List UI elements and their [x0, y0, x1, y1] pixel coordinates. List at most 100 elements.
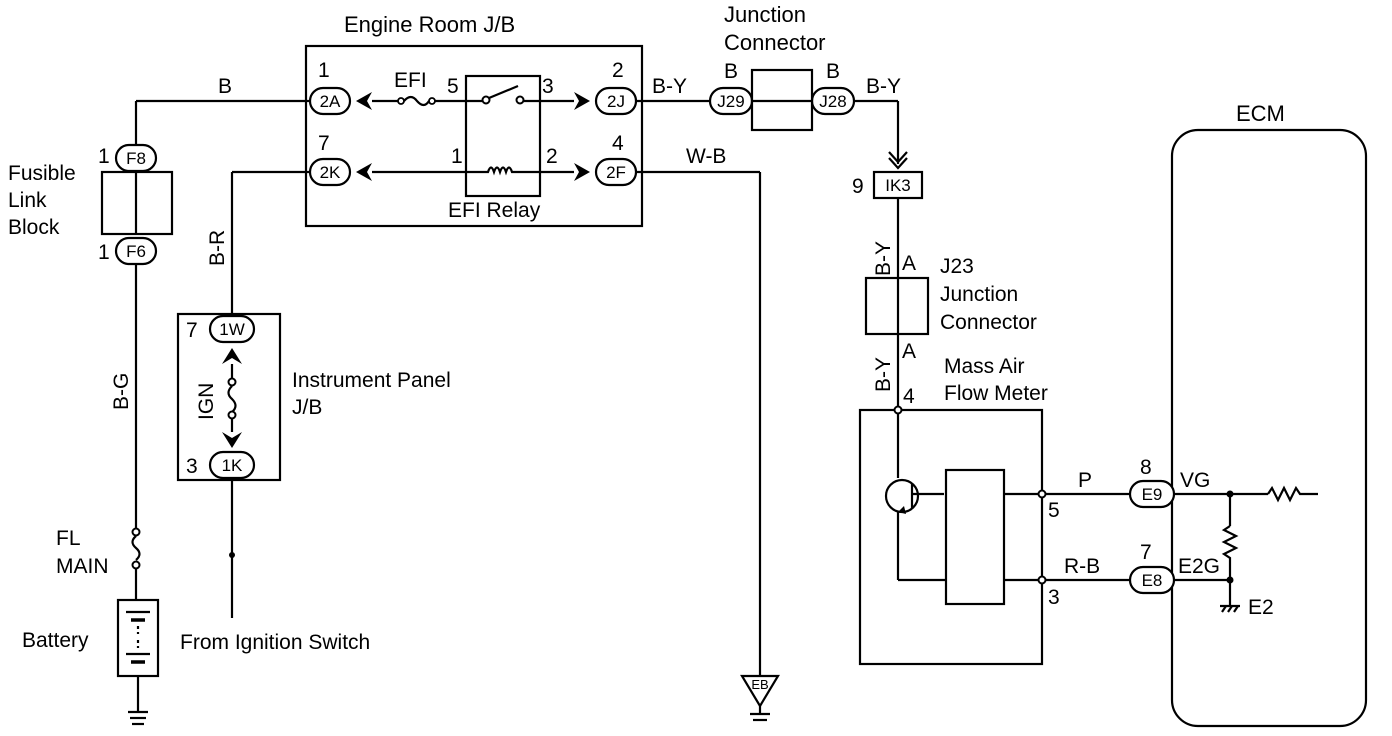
relay-contact-right	[515, 95, 525, 105]
e2-ground-icon	[1220, 604, 1240, 613]
connector-2k-label: 2K	[320, 163, 341, 182]
connector-e8-label: E8	[1142, 571, 1163, 590]
relay-pin-3: 3	[542, 75, 554, 98]
maf-ecm-wires: P R-B	[1046, 469, 1134, 582]
ecm: ECM 8 E9 VG 7 E8 E2G E2	[1128, 101, 1368, 728]
connector-1k-label: 1K	[222, 456, 243, 475]
maf-sensor-element	[944, 468, 1006, 606]
ground-eb-label: EB	[751, 677, 768, 692]
ecm-box	[1170, 128, 1368, 728]
pin-7-label: 7	[318, 132, 330, 155]
relay-pin-5: 5	[447, 75, 459, 98]
connector-1w-label: 1W	[219, 320, 245, 339]
ik3-arrow-icon	[888, 151, 908, 170]
f8-pin: 1	[98, 145, 110, 168]
wire-r-b-label: R-B	[1064, 555, 1100, 578]
pin-7-ipjb: 7	[186, 319, 198, 342]
engine-room-jb-box	[304, 44, 644, 228]
efi-fuse-symbol	[403, 95, 430, 107]
connector-1w	[208, 314, 256, 344]
connector-f8-label: F8	[126, 149, 146, 168]
maf-label-2: Flow Meter	[944, 382, 1048, 405]
efi-fuse-label: EFI	[394, 69, 427, 92]
instrument-panel-jb-box	[176, 312, 282, 482]
ign-fuse-label: IGN	[195, 383, 218, 420]
maf-pin-5: 5	[1048, 499, 1060, 522]
wb-ground: W-B EB	[636, 145, 780, 722]
connector-j28-label: J28	[819, 92, 846, 111]
ecm-pin-7: 7	[1140, 541, 1152, 564]
engine-room-jb: Engine Room J/B EFI Relay 1 2A EFI 5 3 2…	[304, 12, 644, 228]
junction-connector-title-1: Junction	[724, 2, 806, 27]
connector-e9-label: E9	[1142, 485, 1163, 504]
maf-pin-3: 3	[1048, 586, 1060, 609]
fl-main-label-2: MAIN	[56, 555, 109, 578]
wire-b-y-3-label: B-Y	[872, 241, 895, 276]
wire-b-y-2-label: B-Y	[866, 75, 901, 98]
pin-3-ipjb: 3	[186, 455, 198, 478]
engine-room-jb-title: Engine Room J/B	[344, 12, 515, 37]
fl-main-terminal-top	[131, 527, 141, 537]
ignition-switch-label: From Ignition Switch	[180, 631, 370, 654]
j23-pin-top: A	[902, 252, 916, 275]
maf-box	[858, 408, 1044, 666]
efi-relay-box	[464, 74, 542, 198]
connector-arrow-2k	[356, 163, 372, 181]
pin-2-label: 2	[612, 59, 624, 82]
pin-4-label: 4	[612, 132, 624, 155]
connector-j29-label: J29	[717, 92, 744, 111]
j23-label-1: J23	[940, 255, 974, 278]
wire-b-label: B	[218, 75, 232, 98]
ecm-e2-label: E2	[1248, 596, 1274, 619]
battery-label: Battery	[22, 629, 89, 652]
connector-2a-label: 2A	[320, 92, 341, 111]
relay-coil-symbol	[480, 166, 524, 176]
connector-2f-label: 2F	[606, 163, 626, 182]
pin-1-label: 1	[318, 59, 330, 82]
fl-main-fuse-symbol	[131, 535, 141, 561]
connector-arrow-2f	[574, 163, 590, 181]
maf-transistor-icon	[884, 478, 920, 514]
ign-arrow-up	[222, 348, 242, 364]
j23-label-3: Connector	[940, 311, 1037, 334]
ign-fuse-symbol	[227, 385, 237, 413]
connector-ik3-label: IK3	[885, 176, 911, 195]
fl-main-terminal-bottom	[131, 560, 141, 570]
battery-ground-icon	[128, 710, 148, 726]
fusible-label-3: Block	[8, 216, 60, 239]
ipjb-label-1: Instrument Panel	[292, 369, 451, 392]
connector-f6-label: F6	[126, 242, 146, 261]
wire-w-b-label: W-B	[686, 145, 726, 168]
j28-pin: B	[826, 60, 840, 83]
fusible-label-1: Fusible	[8, 162, 76, 185]
connector-arrow-2j	[574, 92, 590, 110]
ecm-vg-label: VG	[1180, 469, 1210, 492]
relay-pin-1: 1	[451, 145, 463, 168]
wire-b-g-label: B-G	[110, 373, 133, 410]
ground-eb-icon	[740, 674, 780, 709]
f6-pin: 1	[98, 241, 110, 264]
vg-resistor-icon	[1267, 485, 1318, 503]
ign-arrow-down	[222, 432, 242, 448]
relay-pin-2: 2	[546, 145, 558, 168]
maf-pin-4: 4	[903, 385, 915, 408]
ecm-e2g-label: E2G	[1178, 555, 1220, 578]
ipjb-label-2: J/B	[292, 396, 322, 419]
j23-pin-bottom: A	[902, 340, 916, 363]
e2g-resistor-icon	[1221, 525, 1239, 580]
wire-b-y-1-label: B-Y	[652, 75, 687, 98]
connector-2j-label: 2J	[607, 92, 625, 111]
ecm-pin-8: 8	[1140, 456, 1152, 479]
relay-contact-left	[481, 95, 491, 105]
connector-1k	[208, 450, 256, 480]
junction-connector-top: Junction Connector B-Y B J29 B J28 B-Y	[636, 2, 908, 170]
j23-label-2: Junction	[940, 283, 1018, 306]
wire-p-label: P	[1078, 469, 1092, 492]
instrument-panel-jb: B-R 7 1W IGN 3 1K Instrument Panel J/B F…	[176, 170, 451, 654]
ik3-pin: 9	[852, 175, 864, 198]
efi-relay-label: EFI Relay	[448, 199, 541, 222]
ecm-title: ECM	[1236, 101, 1285, 126]
wire-b-y-4-label: B-Y	[872, 357, 895, 392]
connector-arrow-2a	[356, 92, 372, 110]
